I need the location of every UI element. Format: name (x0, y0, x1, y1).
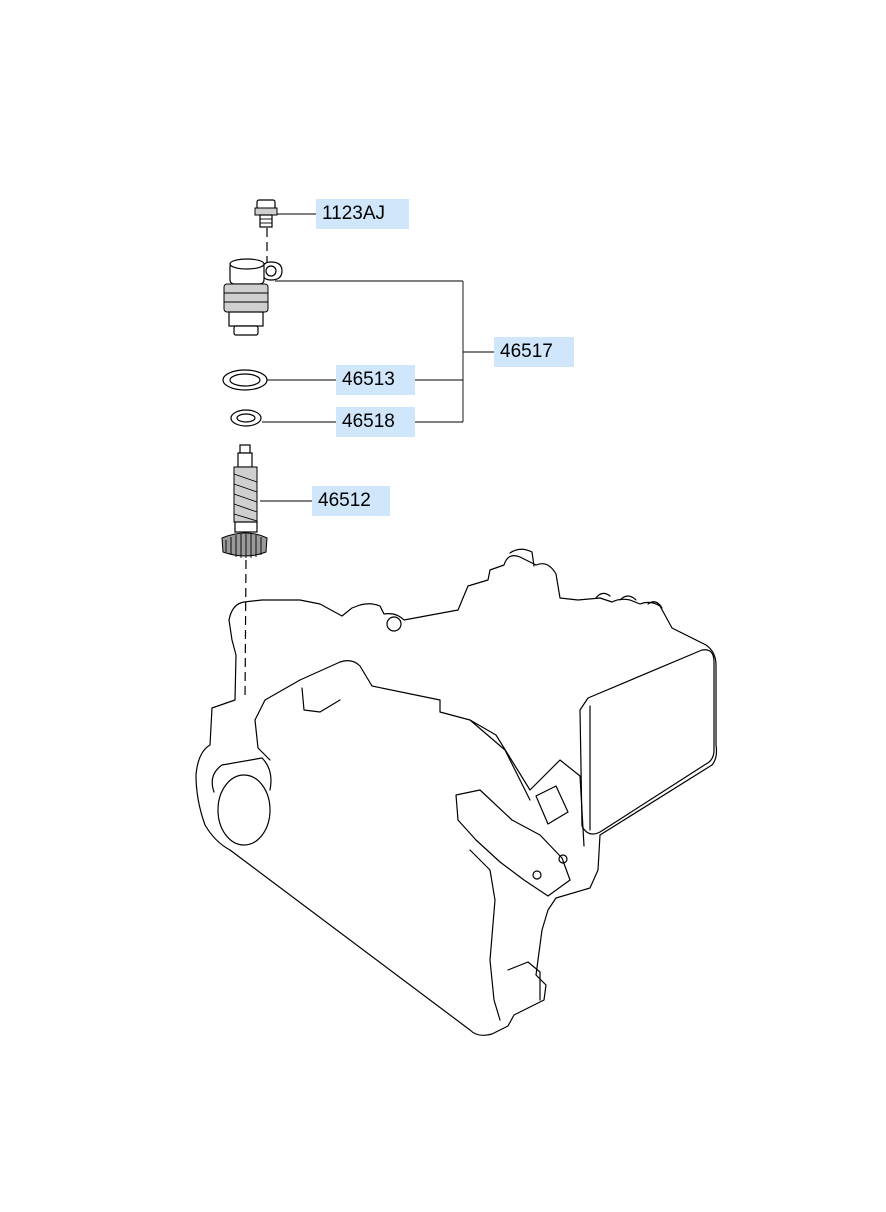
transmission-housing (195, 548, 718, 1036)
callout-bolt[interactable]: 1123AJ (316, 199, 409, 229)
small-oring-part[interactable] (230, 409, 262, 427)
large-oring-part[interactable] (222, 369, 268, 391)
callout-driven-gear[interactable]: 46512 (312, 486, 390, 516)
bolt-part[interactable] (254, 199, 278, 228)
callout-large-oring[interactable]: 46513 (336, 365, 415, 395)
leader-lines (260, 213, 494, 502)
callout-sensor-assembly[interactable]: 46517 (494, 337, 574, 367)
callout-small-oring[interactable]: 46518 (336, 407, 415, 437)
speed-sensor-part[interactable] (223, 258, 283, 336)
assembly-axis (244, 228, 268, 701)
driven-gear-part[interactable] (221, 444, 268, 558)
